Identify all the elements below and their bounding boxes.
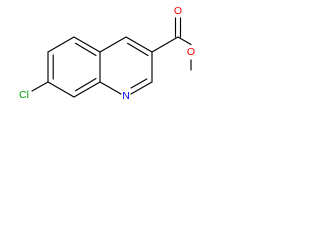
molecule-structure-diagram: Cl N O O [19,5,195,102]
bond-c4a-c5-inner [74,42,97,57]
bond-c5-c6 [47,36,75,53]
pyridine-ring [99,36,153,95]
bond-c2-n1-inner [130,78,148,89]
atom-labels: Cl N O O [19,5,195,102]
methyl-ester-group [151,17,192,71]
ring-nitrogen-label: N [122,90,130,102]
bond-c4-c3 [125,36,153,53]
bond-c2-n1 [130,81,153,95]
bond-n1-c8a [99,81,122,95]
bond-c4-c3-inner [126,42,149,57]
bond-carbonyl-ester-oxygen [177,36,192,46]
carbonyl-oxygen-label: O [174,5,182,17]
chlorine-label: Cl [19,89,29,101]
ester-oxygen-label: O [187,46,195,58]
benzo-ring [47,36,101,98]
bond-c8-c8a [73,81,101,98]
bond-c4a-c5 [73,36,101,53]
bond-c7-cl [31,81,49,92]
bond-c8-c8a-inner [74,77,97,92]
bond-c4a-c4 [99,36,127,53]
bond-c3-carbonyl [151,36,179,53]
bond-c7-c8 [47,81,75,98]
